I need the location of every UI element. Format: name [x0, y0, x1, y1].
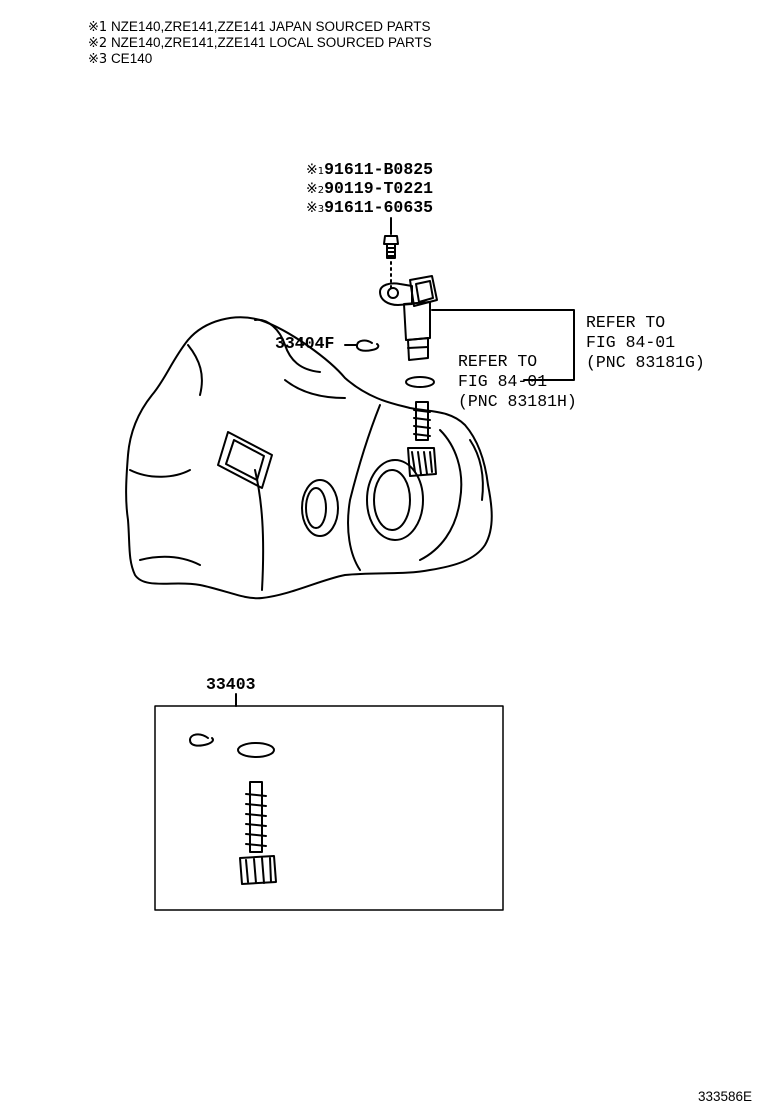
housing-contour: [187, 344, 203, 396]
ref-line: FIG 84-01: [458, 372, 548, 391]
housing-boss: [373, 469, 411, 531]
kit-gear-teeth: [245, 857, 272, 884]
sensor-reference[interactable]: REFER TO FIG 84-01 (PNC 83181G): [586, 313, 705, 373]
driven-gear-teeth: [411, 451, 433, 475]
sensor-bolt-hole: [387, 287, 399, 299]
note-3: ※3 CE140: [88, 51, 152, 68]
note-text: NZE140,ZRE141,ZZE141 JAPAN SOURCED PARTS: [110, 19, 431, 34]
driven-gear-shaft: [415, 401, 429, 441]
sensor-connector: [415, 280, 434, 303]
transmission-housing: [125, 316, 493, 600]
variant-mark: ※: [306, 162, 318, 178]
variant-mark: ※: [306, 181, 318, 197]
clip: [355, 339, 380, 352]
housing-contour: [254, 318, 321, 373]
note-mark: ※1: [88, 20, 108, 35]
note-2: ※2 NZE140,ZRE141,ZZE141 LOCAL SOURCED PA…: [88, 35, 432, 52]
ref-line: REFER TO: [458, 352, 538, 371]
housing-contour: [139, 555, 201, 566]
kit-gear-shaft: [249, 781, 263, 853]
bolt-part-number-3[interactable]: ※391611-60635: [306, 198, 433, 217]
housing-contour: [347, 404, 381, 571]
note-text: CE140: [110, 51, 153, 66]
note-mark: ※3: [88, 52, 108, 67]
housing-boss: [366, 459, 424, 541]
sensor-tip-line: [407, 346, 429, 349]
bolt-head: [383, 235, 399, 245]
figure-id: 333586E: [697, 1089, 752, 1104]
housing-window: [225, 439, 265, 481]
housing-boss: [301, 479, 339, 537]
sensor-leader: [431, 309, 575, 381]
oring: [405, 376, 435, 388]
driven-gear-thread: [413, 409, 431, 437]
kit-gear: [239, 855, 277, 885]
variant-number: 1: [317, 166, 325, 177]
part-number: 91611-B0825: [324, 160, 434, 179]
bolt-part-number-1[interactable]: ※191611-B0825: [306, 160, 433, 179]
note-mark: ※2: [88, 36, 108, 51]
sensor-body: [403, 301, 431, 341]
driven-gear: [407, 447, 437, 477]
housing-window: [217, 431, 273, 489]
note-text: NZE140,ZRE141,ZZE141 LOCAL SOURCED PARTS: [110, 35, 432, 50]
housing-contour: [469, 439, 484, 501]
housing-contour: [284, 379, 346, 399]
sensor-connector: [409, 275, 438, 307]
bolt-part-number-2[interactable]: ※290119-T0221: [306, 179, 433, 198]
ref-line: (PNC 83181G): [586, 353, 705, 372]
kit-clip: [189, 733, 214, 747]
sensor-flange: [379, 282, 413, 306]
variant-number: 3: [317, 204, 325, 215]
part-number: 90119-T0221: [324, 179, 434, 198]
variant-mark: ※: [306, 200, 318, 216]
housing-contour: [129, 469, 191, 478]
sensor-tip: [407, 337, 429, 361]
kit-oring: [237, 742, 275, 758]
housing-boss: [305, 487, 327, 529]
housing-contour: [419, 429, 463, 561]
oring-reference[interactable]: REFER TO FIG 84-01 (PNC 83181H): [458, 352, 577, 412]
note-1: ※1 NZE140,ZRE141,ZZE141 JAPAN SOURCED PA…: [88, 19, 431, 36]
ref-line: REFER TO: [586, 313, 666, 332]
kit-part-number[interactable]: 33403: [206, 675, 256, 694]
kit-box: [154, 705, 504, 911]
ref-line: FIG 84-01: [586, 333, 676, 352]
variant-number: 2: [317, 185, 325, 196]
ref-line: (PNC 83181H): [458, 392, 577, 411]
kit-gear-thread: [245, 793, 267, 847]
part-number: 91611-60635: [324, 198, 434, 217]
bolt-shank: [386, 243, 396, 259]
